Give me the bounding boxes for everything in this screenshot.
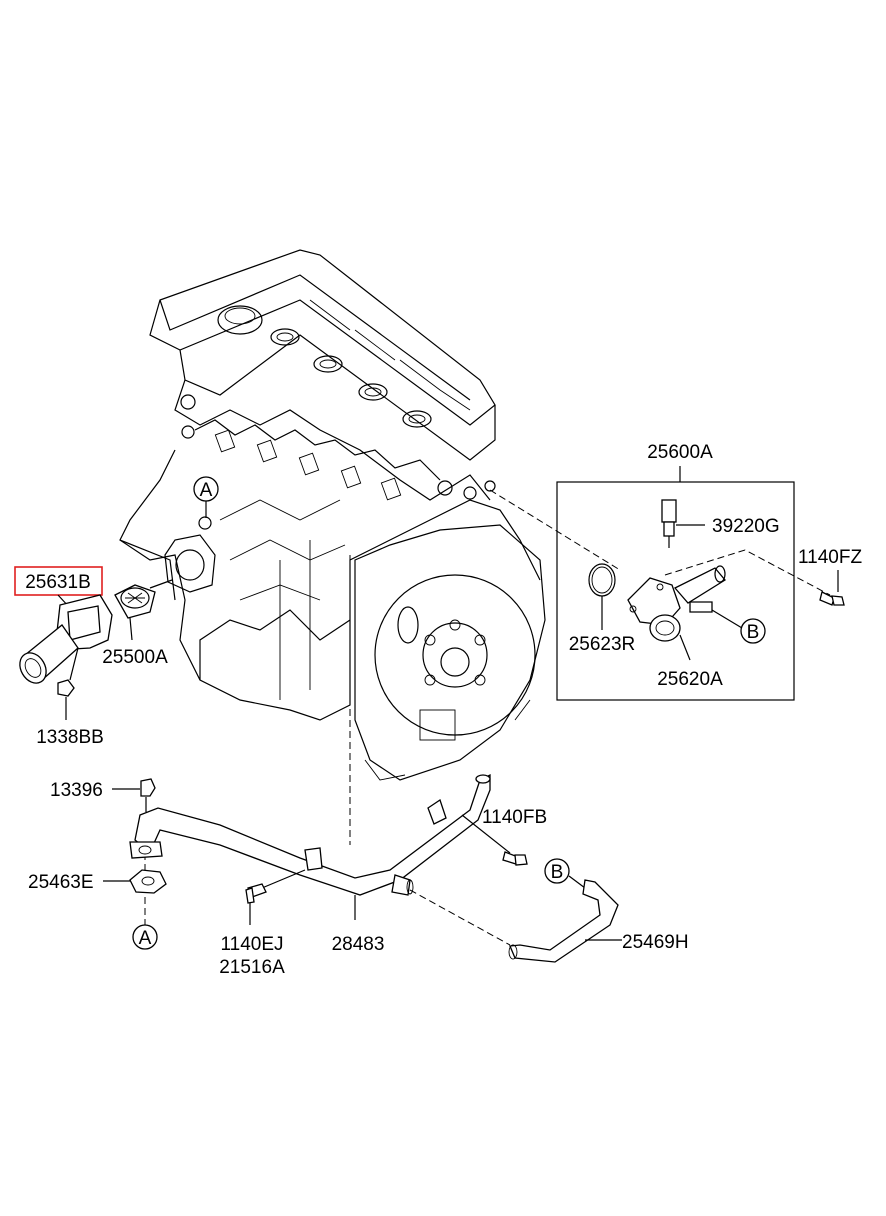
callout-a-upper: A	[193, 476, 219, 518]
part-label-25620a: 25620A	[657, 669, 723, 690]
callout-b-box-label: B	[747, 622, 760, 643]
part-label-39220g: 39220G	[712, 516, 780, 537]
bolt-1140fb: 1140FB	[461, 807, 547, 866]
part-label-25623r: 25623R	[569, 634, 636, 655]
gasket-25463e: 25463E	[28, 869, 167, 894]
part-label-25600a: 25600A	[647, 442, 713, 463]
o-ring-25623r: 25623R	[569, 563, 636, 655]
bypass-pipe-28483: 28483	[129, 773, 491, 955]
hose-25469h: B 25469H	[508, 858, 689, 963]
callout-a-upper-label: A	[200, 480, 213, 501]
part-label-1140fz: 1140FZ	[798, 547, 862, 568]
water-inlet-fitting-25631b: 25631B	[14, 566, 113, 684]
part-label-25469h: 25469H	[622, 932, 689, 953]
bolt-1140fz: 1140FZ	[798, 547, 862, 606]
callout-a-lower-label: A	[139, 928, 152, 949]
dashed-leader-lines	[144, 489, 831, 946]
nut-1338bb: 1338BB	[36, 679, 104, 748]
callout-b-box: B	[711, 609, 766, 644]
part-label-1140ej: 1140EJ	[220, 934, 283, 955]
bolt-13396: 13396	[50, 778, 156, 812]
water-outlet-25620a: 25620A	[627, 565, 726, 690]
part-label-1338bb: 1338BB	[36, 727, 104, 748]
group-25600a: 25600A 39220G 25623R	[556, 442, 795, 701]
engine-block	[119, 249, 546, 781]
part-label-1140fb: 1140FB	[482, 807, 547, 828]
thermostat-25500a: 25500A	[102, 579, 173, 668]
temp-sensor-39220g: 39220G	[661, 499, 780, 548]
part-label-13396: 13396	[50, 780, 103, 801]
part-label-21516a: 21516A	[219, 957, 285, 978]
callout-b-lower	[544, 858, 570, 884]
callout-b-lower-label: B	[551, 862, 564, 883]
part-label-25631b: 25631B	[25, 572, 91, 593]
callout-a-lower: A	[132, 924, 158, 950]
part-label-28483: 28483	[332, 934, 385, 955]
bolt-1140ej: 1140EJ 21516A	[219, 869, 306, 978]
part-label-25463e: 25463E	[28, 872, 94, 893]
part-label-25500a: 25500A	[102, 647, 168, 668]
